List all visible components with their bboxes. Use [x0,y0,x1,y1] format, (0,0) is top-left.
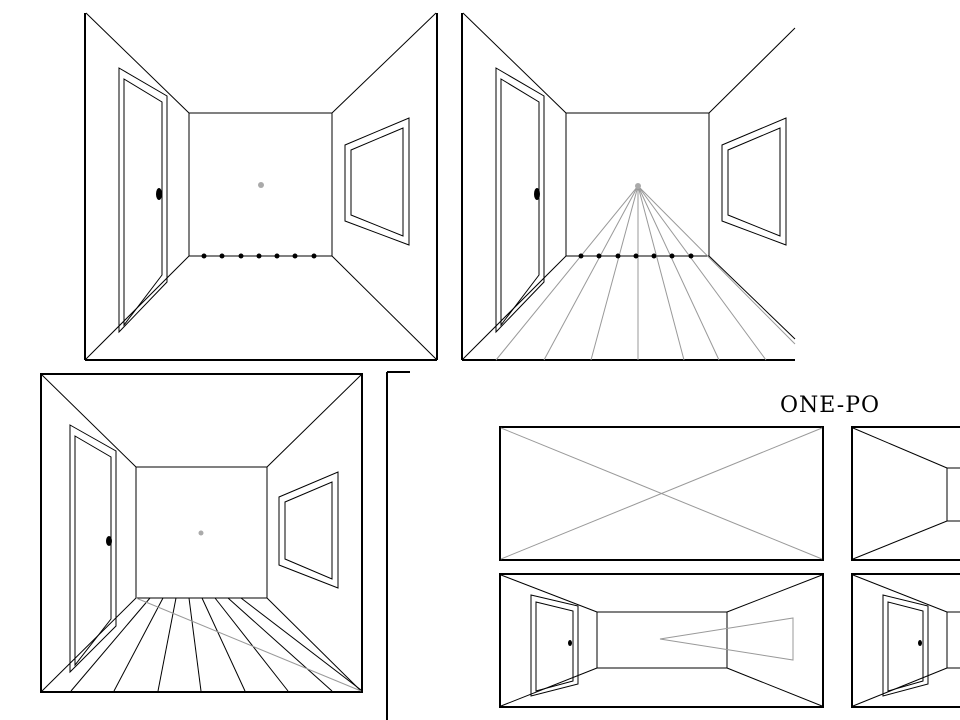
window [721,117,787,246]
door-knob [156,188,162,200]
window [344,117,410,246]
panel-frame [40,373,363,693]
door [495,67,545,334]
thumbnail-diagonals [499,426,824,561]
door-knob [918,640,922,646]
door [118,67,168,334]
sheet-title: ONE-PO [780,393,880,418]
door-knob [534,188,540,200]
floor-dots [578,253,694,259]
vanishing-point [258,182,264,188]
back-wall [135,466,268,599]
vanishing-point [635,183,641,189]
room-with-floor-boards [40,373,363,693]
floor-boards [70,597,362,692]
door [69,424,117,674]
window [278,471,339,589]
floor-dots [201,253,317,259]
room-with-converging-guides [461,12,796,361]
vanishing-point [198,530,204,536]
thumbnail-box-walls [851,426,960,561]
section-divider [386,371,410,720]
thumbnail-room-with-window [499,573,824,708]
room-with-floor-dots [84,12,438,361]
door [882,594,929,697]
window-guide [659,617,794,661]
thumbnail-room-partial [851,573,960,708]
diagonal-guide [135,597,362,692]
door [530,594,579,697]
door-knob [106,536,112,546]
back-wall [596,611,728,669]
door-knob [568,640,572,646]
converging-guide-lines [495,185,796,361]
